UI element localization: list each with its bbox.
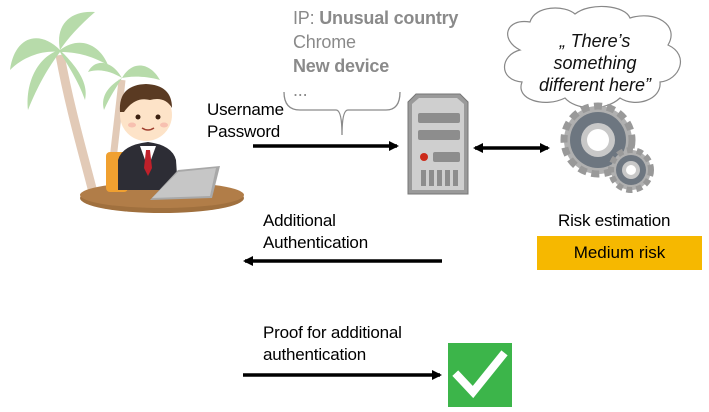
risk-level-badge: Medium risk — [537, 236, 702, 270]
proof-line-2: authentication — [263, 345, 367, 364]
credentials-label: Username Password — [207, 99, 284, 143]
additional-auth-line-1: Additional — [263, 211, 336, 230]
curly-brace — [283, 91, 401, 136]
thought-line-1: „ There’s — [559, 31, 631, 51]
password-text: Password — [207, 122, 281, 141]
ip-attribute: IP: Unusual country — [293, 8, 459, 28]
browser-attribute: Chrome — [293, 32, 356, 52]
proof-label: Proof for additional authentication — [263, 322, 402, 366]
gears-icon — [560, 102, 654, 193]
username-text: Username — [207, 100, 284, 119]
user-at-laptop-icon — [106, 84, 220, 200]
thought-line-3: different here” — [538, 75, 652, 95]
additional-auth-line-2: Authentication — [263, 233, 368, 252]
thought-line-2: something — [553, 53, 637, 73]
additional-auth-label: Additional Authentication — [263, 210, 368, 254]
checkmark-icon — [448, 343, 512, 407]
palm-tree-icon — [10, 11, 160, 202]
thought-text: „ There’s something different here” — [520, 30, 670, 96]
server-icon — [407, 93, 469, 195]
thought-cloud-icon — [504, 5, 681, 109]
more-attributes: ... — [293, 80, 308, 100]
risk-estimation-label: Risk estimation — [558, 211, 671, 230]
device-attribute: New device — [293, 56, 390, 76]
proof-line-1: Proof for additional — [263, 323, 402, 342]
request-attributes: IP: Unusual country Chrome New device ..… — [293, 6, 458, 102]
